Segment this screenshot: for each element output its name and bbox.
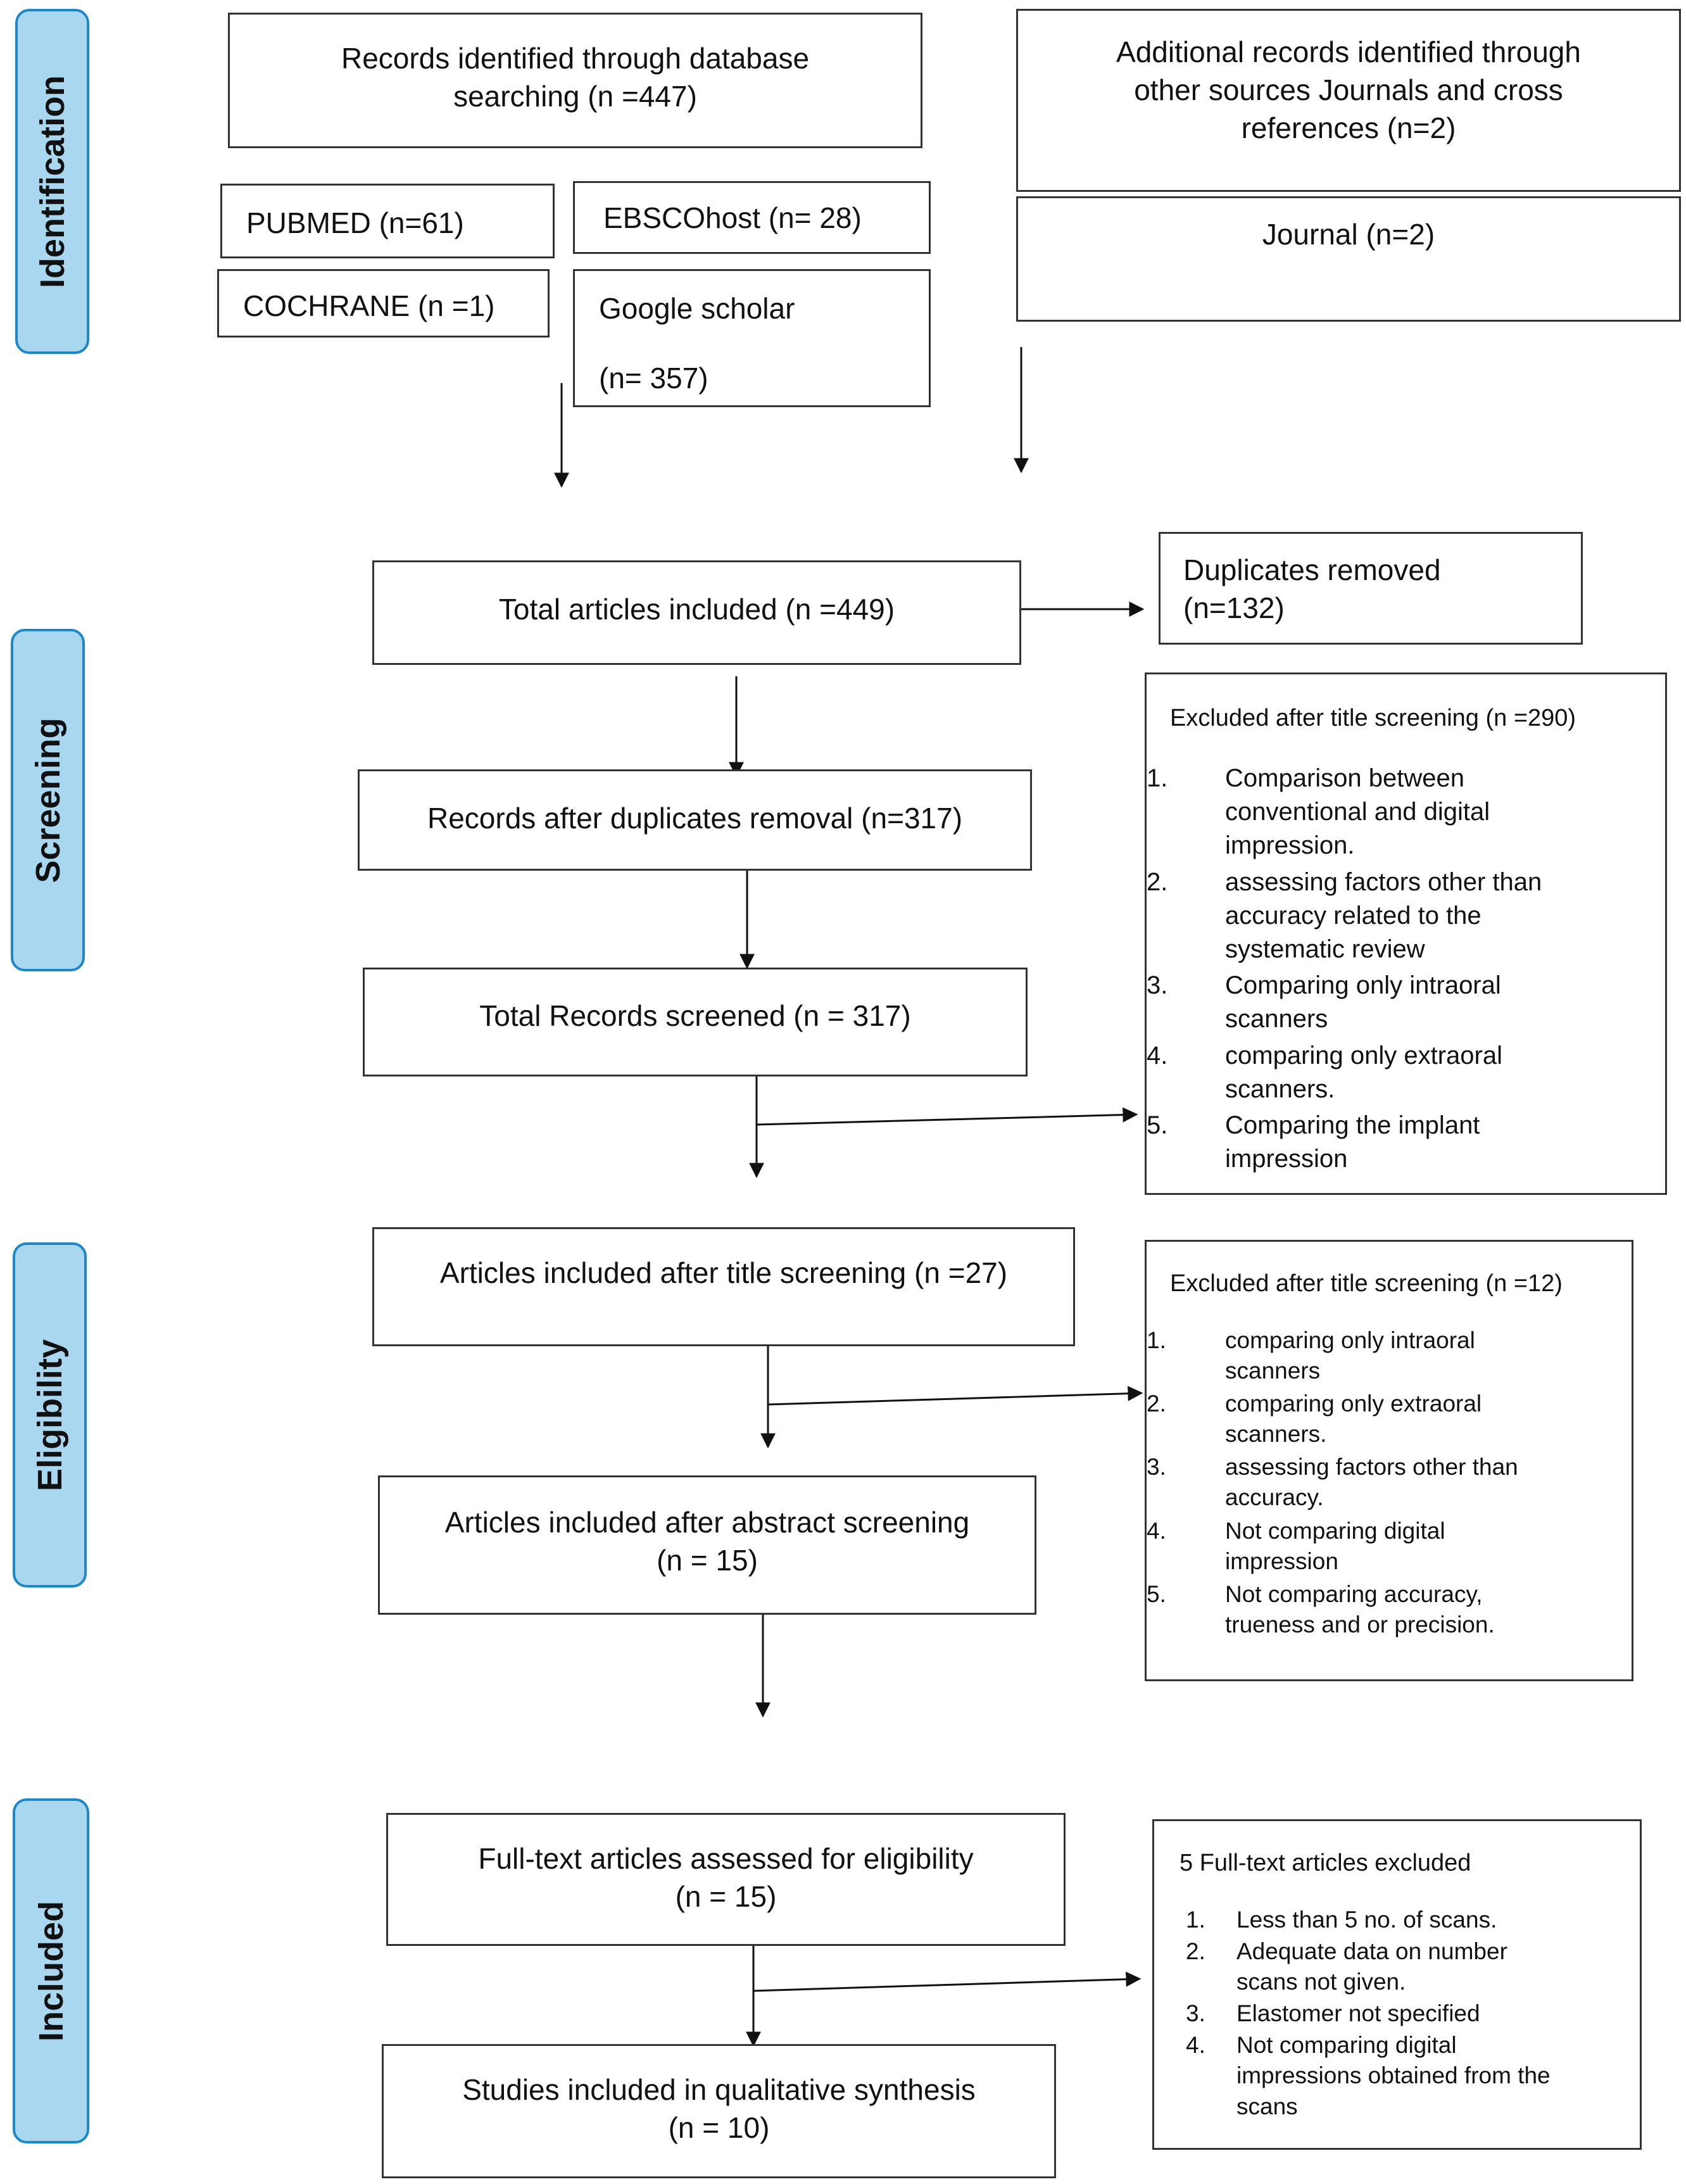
stage-included: Included — [13, 1798, 89, 2143]
stage-eligibility-label: Eligibility — [30, 1339, 69, 1491]
database-records-text: Records identified through database sear… — [341, 42, 810, 113]
exclusion-reason-item: 2. comparing only extraoral scanners. — [1147, 1389, 1630, 1449]
exclusion-reason-number: 1. — [1186, 1907, 1205, 1933]
after-title-screening-text: Articles included after title screening … — [439, 1256, 1008, 1289]
other-sources-text: Additional records identified through ot… — [1116, 35, 1581, 144]
cochrane-text: COCHRANE (n =1) — [243, 289, 495, 322]
exclusion-reason-number: 4. — [1147, 1041, 1168, 1070]
exclusion-reason-item: 4. comparing only extraoral scanners. — [1147, 1039, 1662, 1106]
exclusion-reason-text: comparing only intraoral scanners — [1225, 1327, 1475, 1384]
exclusion-reason-number: 2. — [1147, 868, 1168, 896]
exclusion-reason-item: 3. Elastomer not specified — [1186, 1998, 1635, 2029]
exclusion-reason-text: Comparing only intraoral scanners — [1225, 971, 1501, 1033]
exclusion-reason-number: 3. — [1147, 1454, 1166, 1480]
studies-included-box: Studies included in qualitative synthesi… — [382, 2044, 1056, 2178]
excluded-title-screening-box: Excluded after title screening (n =290) … — [1145, 672, 1667, 1195]
exclusion-reason-item: 5. Comparing the implant impression — [1147, 1109, 1662, 1176]
exclusion-reason-number: 1. — [1147, 764, 1168, 792]
total-articles-box: Total articles included (n =449) — [372, 560, 1021, 665]
exclusion-reason-item: 3. assessing factors other than accuracy. — [1147, 1452, 1630, 1513]
ebscohost-box: EBSCOhost (n= 28) — [573, 181, 931, 254]
after-abstract-screening-box: Articles included after abstract screeni… — [378, 1475, 1036, 1615]
excluded-eligibility-box: Excluded after title screening (n =12) 1… — [1145, 1240, 1633, 1681]
exclusion-reason-text: Not comparing accuracy, trueness and or … — [1225, 1581, 1495, 1638]
journal-text: Journal (n=2) — [1262, 218, 1435, 251]
fulltext-excluded-heading: 5 Full-text articles excluded — [1180, 1850, 1471, 1876]
database-records-box: Records identified through database sear… — [228, 13, 922, 148]
excluded-eligibility-heading: Excluded after title screening (n =12) — [1170, 1270, 1563, 1297]
stage-screening-label: Screening — [28, 717, 67, 883]
excluded-eligibility-list: 1. comparing only intraoral scanners 2. com… — [1147, 1325, 1630, 1643]
cochrane-box: COCHRANE (n =1) — [217, 269, 550, 338]
stage-identification: Identification — [15, 9, 89, 354]
exclusion-reason-text: Not comparing digital impression — [1225, 1517, 1445, 1574]
exclusion-reason-item: 1. Less than 5 no. of scans. — [1186, 1905, 1635, 1935]
exclusion-reason-number: 2. — [1186, 1938, 1205, 1965]
exclusion-reason-text: assessing factors other than accuracy. — [1225, 1454, 1518, 1511]
fulltext-assessed-box: Full-text articles assessed for eligibil… — [386, 1813, 1066, 1946]
fulltext-excluded-box: 5 Full-text articles excluded 1. Less tha… — [1152, 1819, 1642, 2150]
other-sources-box: Additional records identified through ot… — [1016, 9, 1681, 192]
studies-included-text: Studies included in qualitative synthesi… — [462, 2073, 976, 2144]
google-scholar-box: Google scholar (n= 357) — [573, 269, 931, 407]
exclusion-reason-number: 3. — [1147, 971, 1168, 1000]
total-screened-text: Total Records screened (n = 317) — [479, 999, 911, 1032]
stage-eligibility: Eligibility — [13, 1242, 87, 1588]
excluded-title-screening-list: 1. Comparison between conventional and di… — [1147, 762, 1662, 1178]
exclusion-reason-item: 3. Comparing only intraoral scanners — [1147, 969, 1662, 1036]
ebscohost-text: EBSCOhost (n= 28) — [603, 201, 862, 234]
exclusion-reason-item: 1. Comparison between conventional and di… — [1147, 762, 1662, 863]
exclusion-reason-number: 1. — [1147, 1327, 1166, 1353]
after-title-screening-box: Articles included after title screening … — [372, 1227, 1075, 1346]
exclusion-reason-text: Comparing the implant impression — [1225, 1111, 1480, 1173]
fulltext-assessed-text: Full-text articles assessed for eligibil… — [478, 1842, 974, 1913]
exclusion-reason-number: 5. — [1147, 1111, 1168, 1139]
after-duplicates-text: Records after duplicates removal (n=317) — [427, 802, 963, 835]
exclusion-reason-text: Comparison between conventional and digi… — [1225, 764, 1490, 860]
exclusion-reason-text: comparing only extraoral scanners. — [1225, 1391, 1482, 1448]
exclusion-reason-number: 2. — [1147, 1391, 1166, 1417]
arrow-to-excluded-title-screening — [756, 1107, 1138, 1126]
after-abstract-screening-text: Articles included after abstract screeni… — [444, 1506, 970, 1577]
total-articles-text: Total articles included (n =449) — [498, 593, 895, 626]
exclusion-reason-text: Less than 5 no. of scans. — [1236, 1907, 1497, 1933]
exclusion-reason-text: Adequate data on number scans not given. — [1236, 1938, 1507, 1995]
pubmed-text: PUBMED (n=61) — [246, 206, 464, 239]
exclusion-reason-item: 4. Not comparing digital impression — [1147, 1516, 1630, 1577]
google-scholar-count: (n= 357) — [599, 362, 708, 395]
exclusion-reason-text: Elastomer not specified — [1236, 2000, 1480, 2027]
exclusion-reason-text: comparing only extraoral scanners. — [1225, 1041, 1502, 1103]
exclusion-reason-item: 1. comparing only intraoral scanners — [1147, 1325, 1630, 1386]
google-scholar-name: Google scholar — [599, 292, 795, 325]
exclusion-reason-item: 4. Not comparing digital impressions obta… — [1186, 2030, 1635, 2121]
arrow-to-excluded-eligibility — [767, 1386, 1143, 1406]
stage-identification-label: Identification — [33, 75, 72, 288]
excluded-title-screening-heading: Excluded after title screening (n =290) — [1170, 705, 1576, 731]
exclusion-reason-item: 2. assessing factors other than accuracy … — [1147, 866, 1662, 967]
exclusion-reason-number: 3. — [1186, 2000, 1205, 2027]
exclusion-reason-number: 5. — [1147, 1581, 1166, 1607]
exclusion-reason-text: assessing factors other than accuracy re… — [1225, 868, 1542, 963]
journal-box: Journal (n=2) — [1016, 196, 1681, 322]
exclusion-reason-number: 4. — [1147, 1517, 1166, 1544]
total-screened-box: Total Records screened (n = 317) — [363, 968, 1028, 1076]
fulltext-excluded-list: 1. Less than 5 no. of scans. 2. Adequate da… — [1186, 1905, 1635, 2123]
duplicates-removed-text: Duplicates removed (n=132) — [1183, 553, 1441, 624]
after-duplicates-box: Records after duplicates removal (n=317) — [358, 769, 1032, 871]
exclusion-reason-number: 4. — [1186, 2032, 1205, 2059]
duplicates-removed-box: Duplicates removed (n=132) — [1159, 532, 1583, 645]
exclusion-reason-item: 2. Adequate data on number scans not give… — [1186, 1936, 1635, 1997]
stage-included-label: Included — [32, 1900, 70, 2042]
arrow-to-fulltext-excluded — [753, 1971, 1142, 1992]
exclusion-reason-text: Not comparing digital impressions obtain… — [1236, 2032, 1551, 2119]
stage-screening: Screening — [11, 629, 85, 971]
exclusion-reason-item: 5. Not comparing accuracy, trueness and o… — [1147, 1579, 1630, 1640]
pubmed-box: PUBMED (n=61) — [220, 184, 555, 258]
